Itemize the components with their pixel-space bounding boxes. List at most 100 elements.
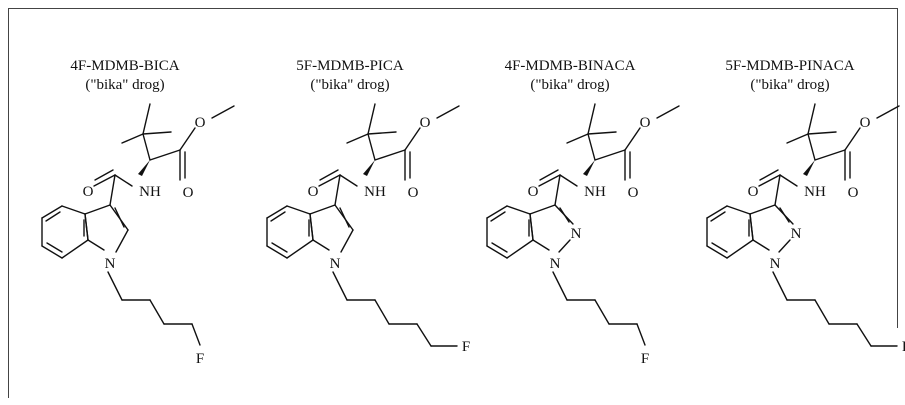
bond	[114, 207, 125, 228]
bond	[121, 133, 144, 144]
indole-n1: N	[550, 256, 561, 272]
compound-subtitle: ("bika" drog)	[530, 77, 609, 93]
bond	[774, 174, 781, 206]
bond	[191, 323, 201, 346]
bond	[84, 204, 111, 215]
bond	[142, 103, 151, 135]
bond	[594, 149, 626, 161]
bond	[706, 205, 728, 219]
bond	[346, 133, 369, 144]
ester-carbonyl-oxygen: O	[628, 185, 639, 201]
bond	[339, 174, 358, 187]
bond	[779, 207, 790, 223]
bond	[334, 174, 341, 206]
bond	[786, 133, 809, 144]
bond	[587, 131, 617, 135]
bond	[367, 133, 376, 161]
bond	[711, 242, 728, 253]
bond	[636, 323, 646, 346]
bond	[778, 239, 791, 253]
indole-n1: N	[770, 256, 781, 272]
amide-carbonyl-oxygen: O	[528, 184, 539, 200]
bond	[84, 213, 89, 241]
bond	[309, 213, 314, 241]
bond	[115, 229, 129, 253]
amide-nh: NH	[584, 184, 606, 200]
bond	[749, 213, 754, 241]
bond	[558, 239, 571, 253]
bond	[87, 239, 105, 251]
bond	[758, 174, 781, 187]
amide-carbonyl-oxygen: O	[308, 184, 319, 200]
ester-carbonyl-oxygen: O	[848, 185, 859, 201]
bond	[94, 169, 114, 181]
bond	[404, 127, 421, 151]
indole-n1: N	[330, 256, 341, 272]
bond	[490, 211, 506, 222]
bond	[554, 174, 561, 206]
bond	[436, 105, 460, 119]
bond	[312, 239, 330, 251]
bond	[538, 174, 561, 187]
bond	[374, 299, 390, 325]
bond	[587, 133, 596, 161]
bond	[45, 211, 61, 222]
bond	[566, 133, 589, 144]
bond	[142, 131, 172, 135]
bond	[506, 239, 534, 259]
bond	[552, 271, 568, 301]
ester-ether-oxygen: O	[195, 115, 206, 131]
ester-carbonyl-oxygen: O	[408, 185, 419, 201]
bond	[559, 207, 570, 223]
bond	[749, 204, 776, 215]
ester-ether-oxygen: O	[860, 115, 871, 131]
indazole-n2: N	[571, 226, 582, 242]
bond	[759, 169, 779, 181]
stereo-wedge-bond	[363, 160, 375, 176]
compound-name: 4F-MDMB-BINACA	[505, 58, 636, 74]
amide-carbonyl-oxygen: O	[748, 184, 759, 200]
compound-subtitle: ("bika" drog)	[85, 77, 164, 93]
bond	[41, 205, 63, 219]
ester-ether-oxygen: O	[420, 115, 431, 131]
bond	[876, 105, 900, 119]
compound-name: 4F-MDMB-BICA	[70, 58, 179, 74]
bond	[807, 133, 816, 161]
bond	[374, 149, 406, 161]
compound-name: 5F-MDMB-PICA	[296, 58, 404, 74]
amide-nh: NH	[364, 184, 386, 200]
fluorine-atom: F	[641, 351, 649, 367]
bond	[752, 239, 770, 251]
bond	[506, 205, 531, 215]
frame-border-top	[8, 8, 898, 9]
bond	[807, 131, 837, 135]
indazole-n2: N	[791, 226, 802, 242]
bond	[726, 205, 751, 215]
amide-carbonyl-oxygen: O	[83, 184, 94, 200]
bond	[318, 174, 341, 187]
compound-subtitle: ("bika" drog)	[750, 77, 829, 93]
bond	[594, 299, 610, 325]
bond	[814, 149, 846, 161]
bond	[107, 271, 123, 301]
bond	[61, 205, 86, 215]
bond	[587, 103, 596, 135]
bond	[856, 323, 872, 347]
bond	[559, 174, 578, 187]
bond	[367, 103, 376, 135]
stereo-wedge-bond	[138, 160, 150, 176]
bond	[41, 245, 63, 259]
compound-name: 5F-MDMB-PINACA	[725, 58, 854, 74]
bond	[807, 103, 816, 135]
fluorine-atom: F	[462, 339, 470, 355]
bond	[149, 299, 165, 325]
bond	[532, 239, 550, 251]
bond	[109, 174, 116, 206]
bond	[772, 271, 788, 301]
fluorine-atom: F	[902, 339, 905, 355]
